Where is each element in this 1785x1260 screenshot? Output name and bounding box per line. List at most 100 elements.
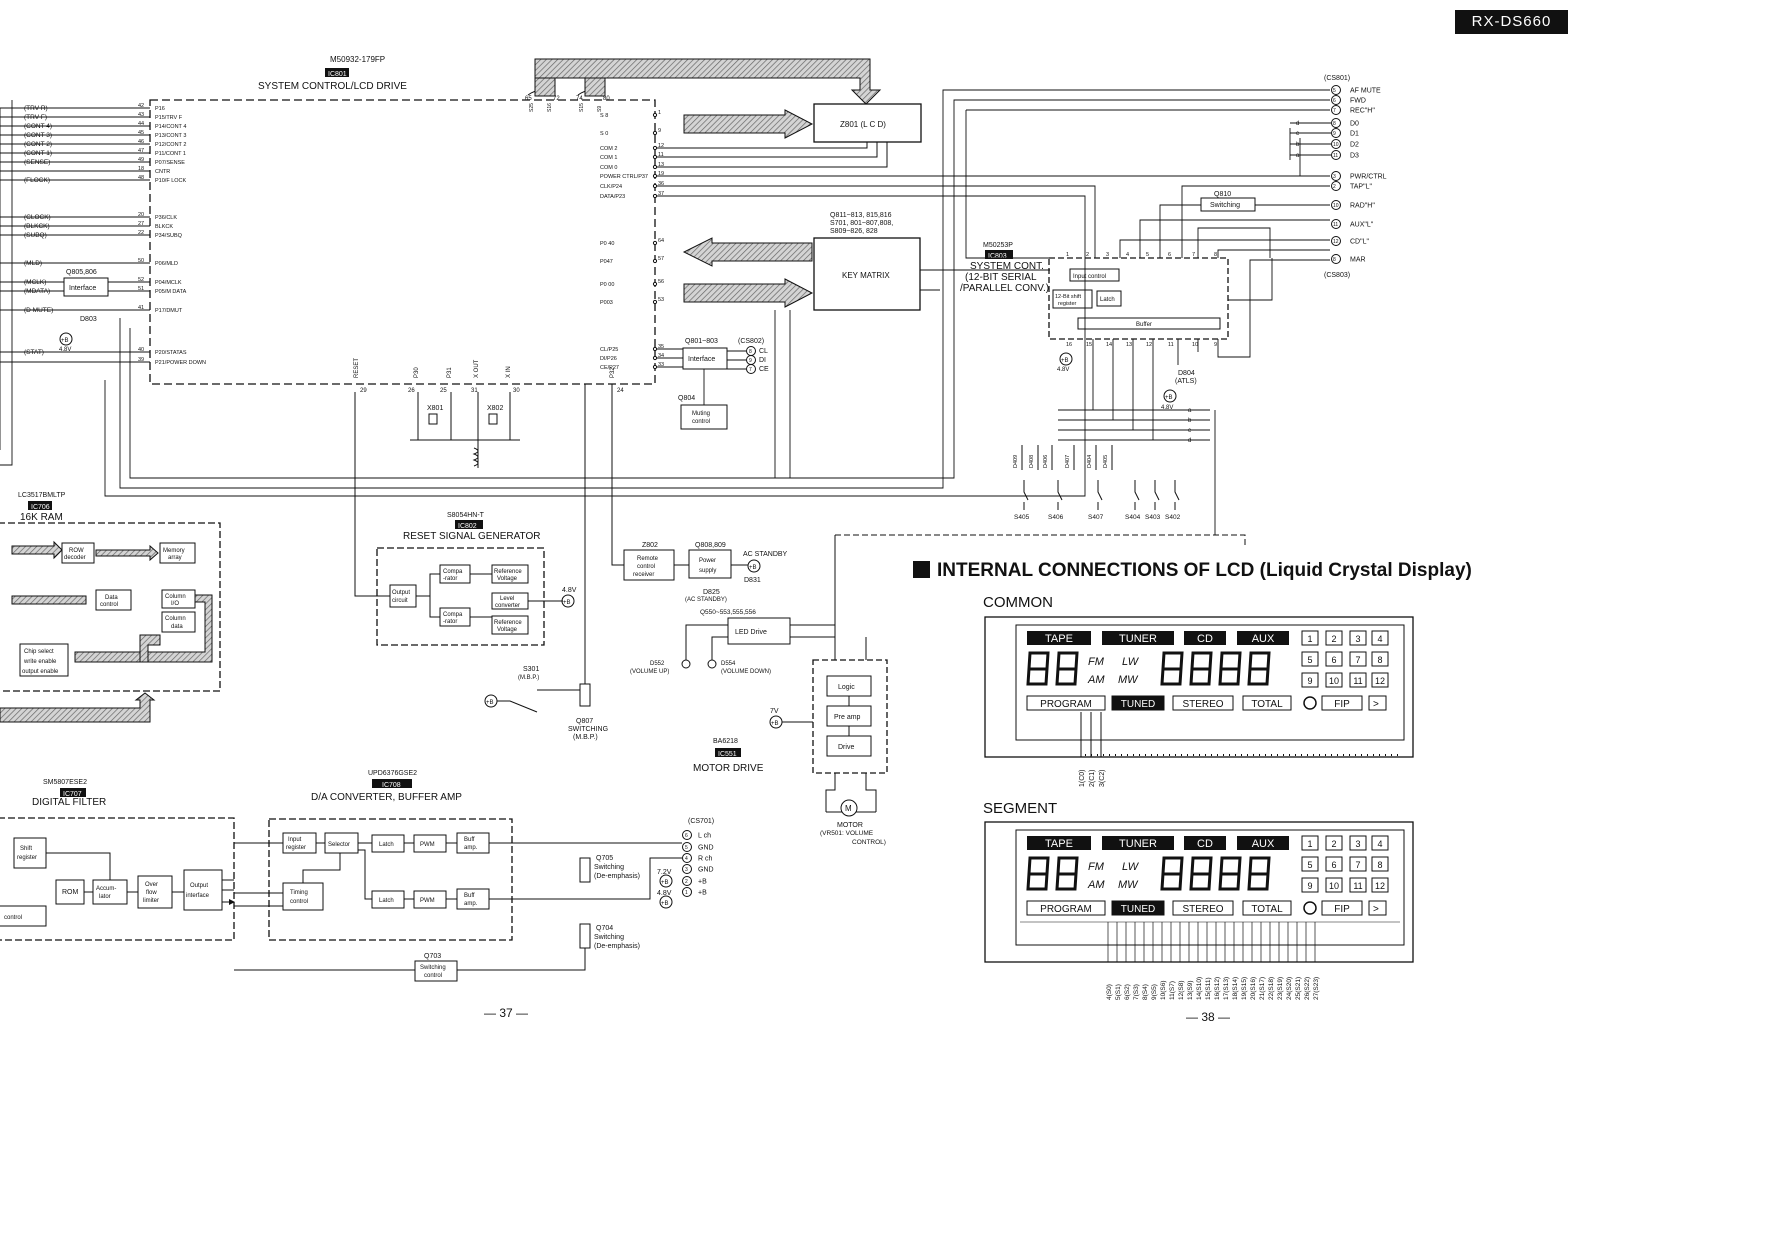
ic801-right-pin-name: P047 <box>600 259 613 265</box>
lcd-indicator-box <box>1111 900 1165 916</box>
v7-label: 7V <box>770 708 779 715</box>
cs701-signal: +B <box>698 890 707 897</box>
muting-label: Muting <box>692 411 710 417</box>
ic801-left-pin-num: 48 <box>138 175 144 181</box>
ic802-voltage: 4.8V <box>562 587 577 594</box>
svg-text:Input: Input <box>288 837 302 843</box>
lcd-digit <box>1218 856 1242 891</box>
ic801-left-pin-name: P14/CONT 4 <box>155 124 186 130</box>
q801-interface-label: Interface <box>688 356 715 363</box>
x801-label: X801 <box>427 405 443 412</box>
lcd-indicator-stereo: STEREO <box>1182 904 1223 915</box>
ic801-top-pin: 80 <box>603 96 610 102</box>
ic803-latch: Latch <box>1100 297 1115 303</box>
ic801-signal-label: (MLD) <box>24 260 42 267</box>
lcd-number-box <box>1371 672 1389 688</box>
lcd-mw: MW <box>1118 674 1139 686</box>
ic801-top-pin-name: S15 <box>579 103 585 112</box>
lcd-indicator-box <box>1026 900 1106 916</box>
cs801-pin-num: 11 <box>1333 222 1338 228</box>
plus-b: +B <box>771 721 779 727</box>
ic801-signal-label: (TRV R) <box>24 105 48 112</box>
ic801-left-pin-num: 46 <box>138 139 144 145</box>
ic801-pin-dot <box>652 164 658 170</box>
switch-symbol <box>1023 480 1029 510</box>
ic801-right-pin-num: 11 <box>658 152 664 158</box>
ic801-left-pin-name: P07/SENSE <box>155 160 185 166</box>
ac-standby-label: AC STANDBY <box>743 551 788 558</box>
lcd-segment-pin: 15(S11) <box>1205 977 1212 1000</box>
lcd-number-box <box>1301 630 1319 646</box>
lcd-number: 1 <box>1307 634 1312 644</box>
v48-label: 4.8V <box>1057 367 1069 373</box>
diode-label: D407 <box>1065 455 1071 468</box>
ic801-bottom-pin: 24 <box>617 388 624 394</box>
cs801-data-letter: d <box>1296 121 1299 127</box>
lcd-tag-tuner: TUNER <box>1119 633 1157 645</box>
ic801-signal-label: (STAT) <box>24 349 44 356</box>
ic801-right-pin-name: P0 00 <box>600 282 614 288</box>
s301-label: S301 <box>523 666 539 673</box>
ic802-part: S8054HN-T <box>447 512 485 519</box>
plus-b: +B <box>486 700 494 706</box>
ic801-left-pin-num: 52 <box>138 277 144 283</box>
ic707-title: DIGITAL FILTER <box>32 797 106 808</box>
q807-label: SWITCHING <box>568 726 608 733</box>
diode-label: D404 <box>1087 455 1093 468</box>
lcd-digit <box>1189 856 1213 891</box>
switch-symbol <box>1097 480 1103 510</box>
lcd-mw: MW <box>1118 879 1139 891</box>
lcd-tag-aux: AUX <box>1252 838 1275 850</box>
ic801-left-pin-num: 27 <box>138 221 144 227</box>
lcd-number: 9 <box>1307 881 1312 891</box>
lcd-number: 11 <box>1353 676 1362 686</box>
switch-symbol <box>1057 480 1063 510</box>
schematic-sheet: M50932-179FP IC801 SYSTEM CONTROL/LCD DR… <box>0 10 1568 1024</box>
lcd-number-box <box>1301 672 1319 688</box>
lcd-indicator-box <box>1321 695 1363 711</box>
motor-label: (VR501: VOLUME <box>820 830 874 837</box>
svg-text:amp.: amp. <box>464 845 478 851</box>
ic801-bottom-pin: 30 <box>513 388 520 394</box>
lcd-number-box <box>1301 651 1319 667</box>
s301-switch: S301 (M.B.P.) +B Q807 SWITCHING (M.B.P.) <box>484 384 608 741</box>
ic801-pin-dot <box>652 112 658 118</box>
ic801-p31-label: P31 <box>447 367 453 378</box>
ic801-signal-label: (MDATA) <box>24 288 50 295</box>
ic801-left-pin-name: P04/MCLK <box>155 280 182 286</box>
q807-label: Q807 <box>576 718 593 725</box>
ic801-bottom-pin: 29 <box>360 388 367 394</box>
cs803-label: (CS803) <box>1324 272 1350 279</box>
svg-text:-rator: -rator <box>443 619 457 625</box>
q804-label: Q804 <box>678 395 695 402</box>
cs801-pin-num: 7 <box>1333 108 1336 114</box>
lcd-indicator-tuned: TUNED <box>1121 699 1155 710</box>
ic801-left-pin-num: 45 <box>138 130 144 136</box>
ic801-signal-label: (FLOCK) <box>24 177 50 184</box>
ic801-bottom-pin: 26 <box>408 388 415 394</box>
cs801-signal: D1 <box>1350 131 1359 138</box>
x802-label: X802 <box>487 405 503 412</box>
ic801-pin-dot <box>652 281 658 287</box>
lcd-segment-pin: 17(S13) <box>1223 977 1230 1000</box>
lcd-segment-pin: 7(S3) <box>1133 984 1140 1000</box>
reset-output-circuit: circuit <box>392 598 408 604</box>
q704-label: Q704 <box>596 925 613 932</box>
svg-text:converter: converter <box>495 603 520 609</box>
switch-symbol <box>1134 480 1140 510</box>
ram-chip-select: output enable <box>22 669 59 675</box>
cs801-label: (CS801) <box>1324 75 1350 82</box>
cs801-pin-num: 6 <box>1333 98 1336 104</box>
lcd-segment-pin: 12(S8) <box>1178 980 1185 1000</box>
svg-text:PWM: PWM <box>420 898 435 904</box>
ic801-signal-label: (SUBQ) <box>24 232 47 239</box>
cs801-signal: REC"H" <box>1350 108 1375 115</box>
ic801-left-pin-name: CNTR <box>155 169 170 175</box>
svg-text:Reference: Reference <box>494 569 522 575</box>
d803-label: D803 <box>80 316 97 323</box>
ram-column-io: I/O <box>171 601 179 607</box>
cs801-pin-circle <box>1331 200 1341 210</box>
lcd-tag-bg <box>1184 631 1226 645</box>
